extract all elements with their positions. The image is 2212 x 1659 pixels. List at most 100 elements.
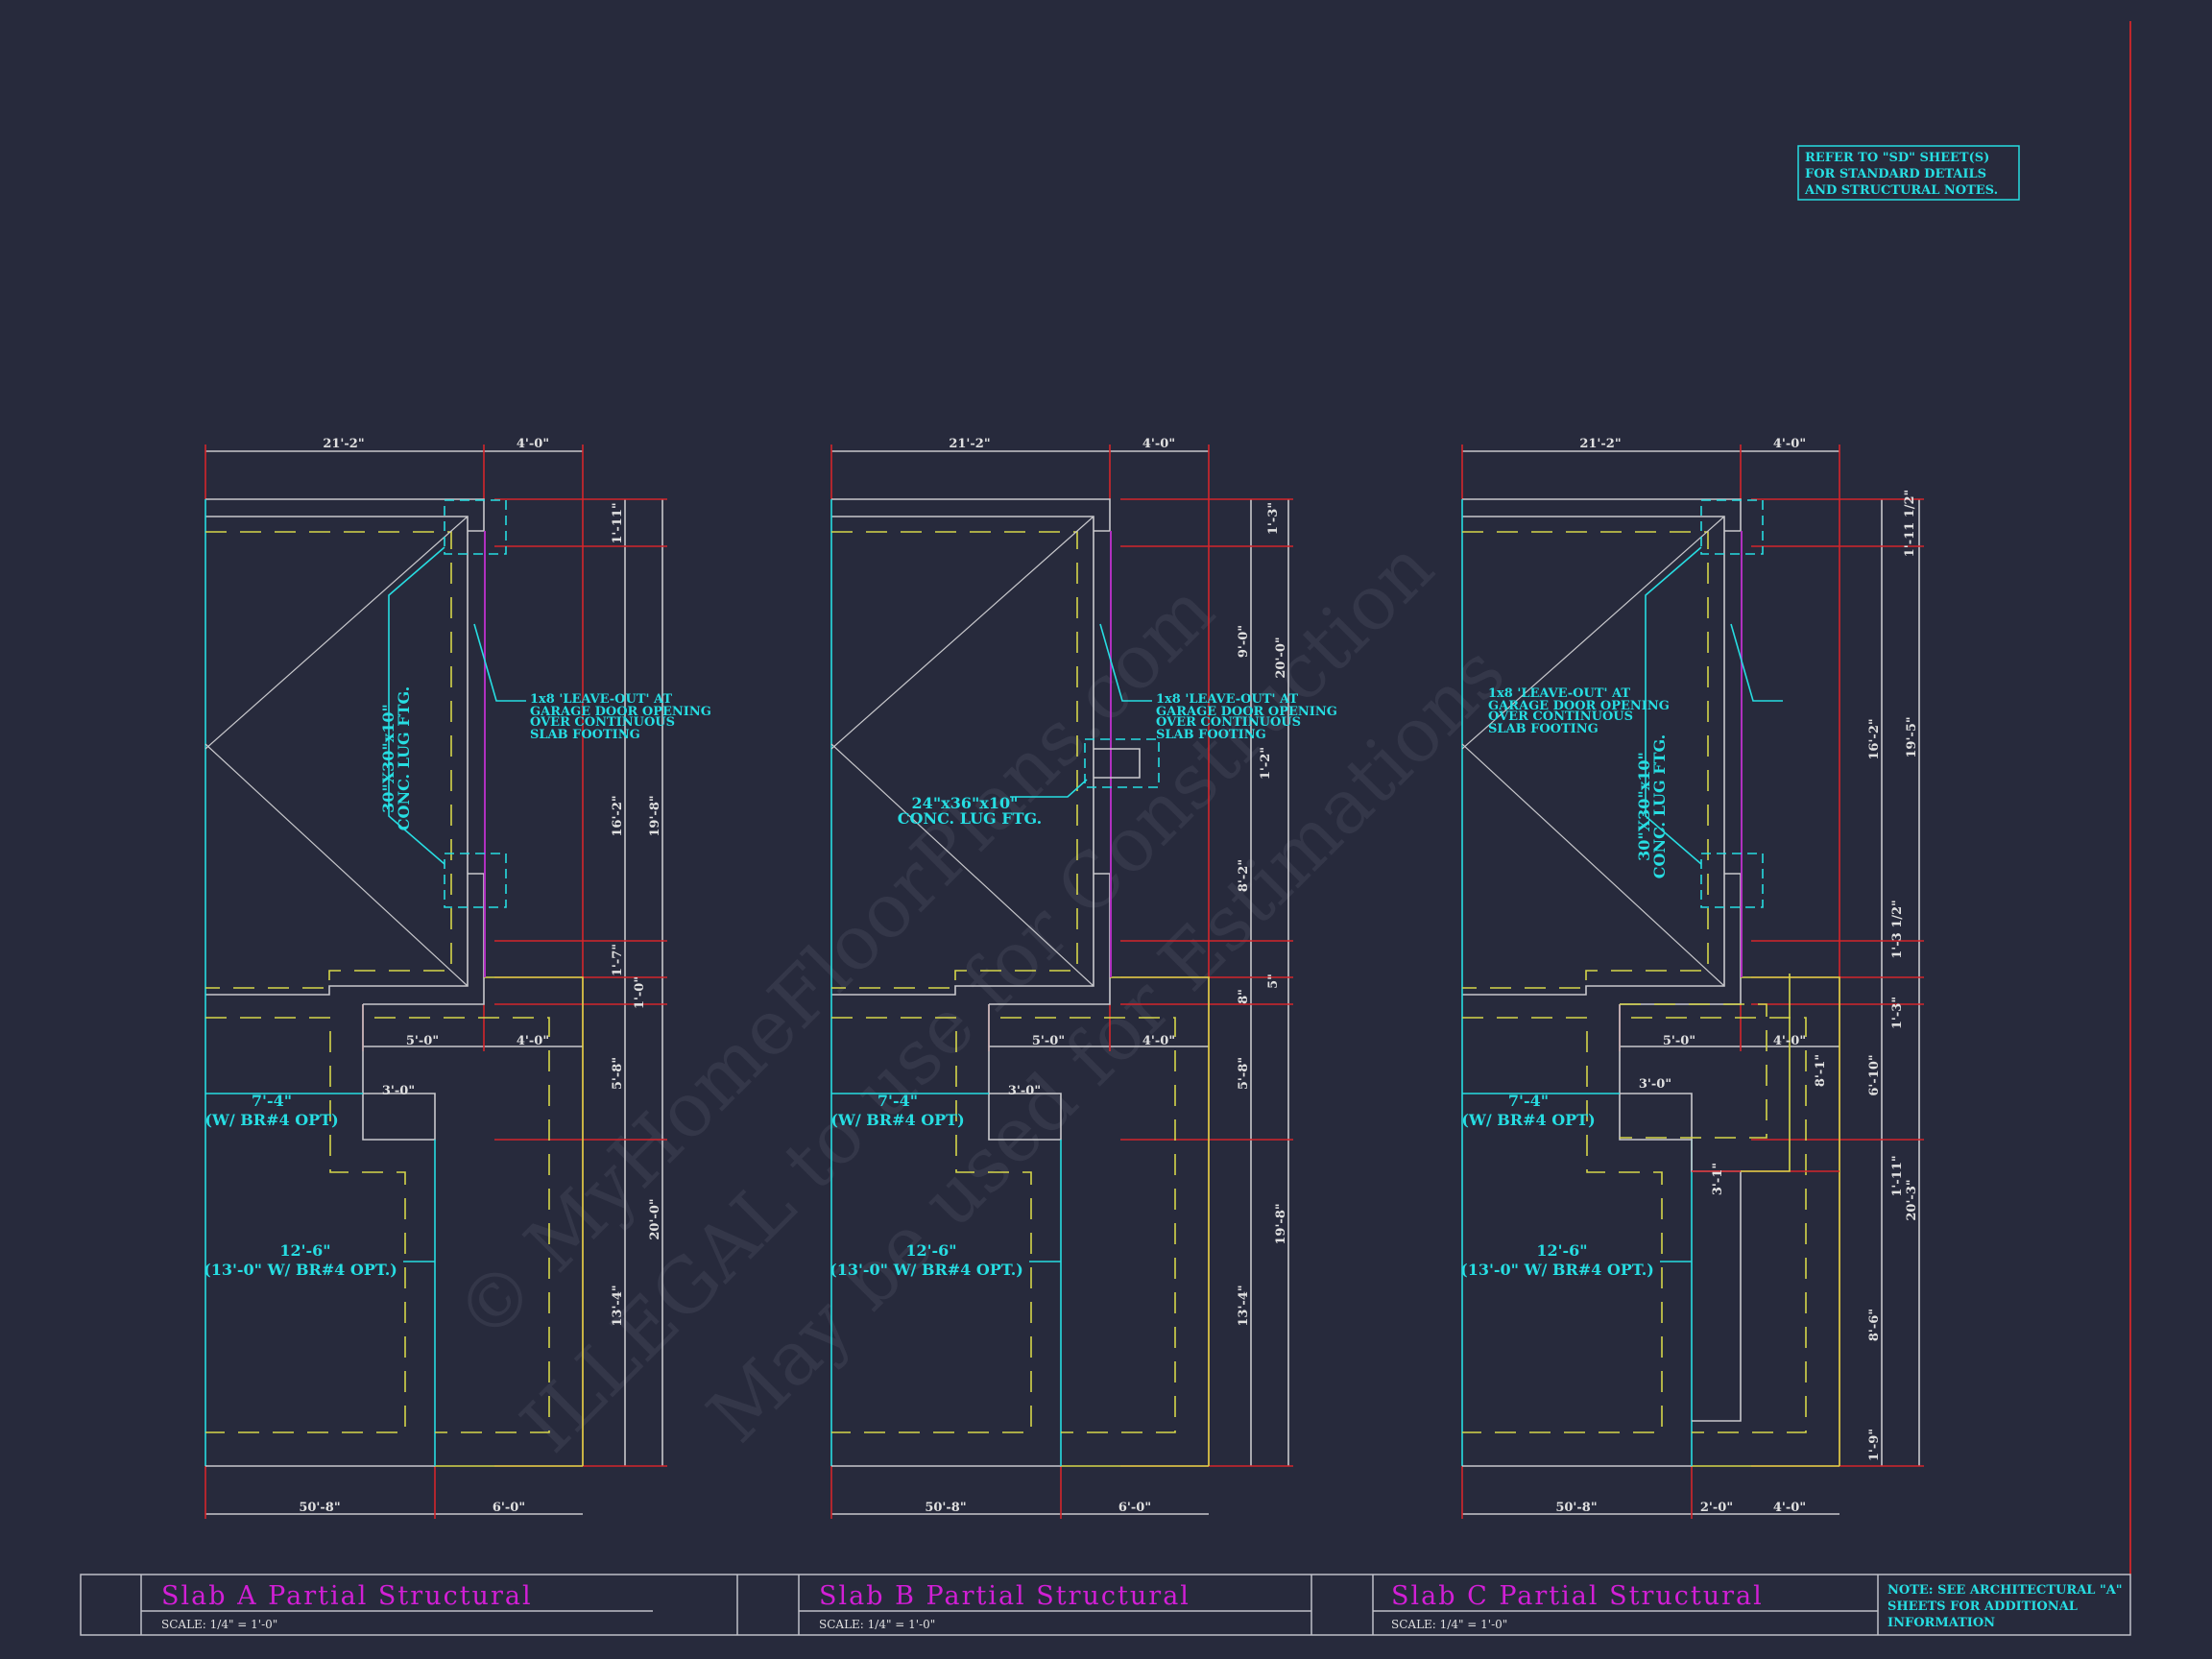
lug-footing-note: CONC. LUG FTG. bbox=[395, 686, 413, 830]
dim-label: 21'-2" bbox=[949, 437, 990, 451]
sheet-note-line: REFER TO "SD" SHEET(S) bbox=[1805, 151, 1989, 165]
leave-out-note: GARAGE DOOR OPENING bbox=[1488, 699, 1670, 713]
dim-label: 13'-4" bbox=[611, 1285, 625, 1326]
dim-label: 5'-8" bbox=[1237, 1057, 1251, 1090]
door-swing-line bbox=[830, 516, 1094, 750]
title-block-note: SHEETS FOR ADDITIONAL bbox=[1887, 1599, 2078, 1614]
slab-edge bbox=[1462, 498, 1742, 532]
leave-out-note: 1x8 'LEAVE-OUT' AT bbox=[1156, 692, 1298, 707]
slab-edge bbox=[1741, 974, 1791, 1172]
dim-label: 5" bbox=[1266, 974, 1281, 989]
slab-c-title: Slab C Partial Structural bbox=[1391, 1581, 1764, 1611]
dim-label: 9'-0" bbox=[1237, 625, 1251, 658]
title-block bbox=[80, 1574, 2131, 1636]
rebar-note: 7'-4" bbox=[1508, 1092, 1549, 1110]
dim-label: 6'-10" bbox=[1867, 1054, 1882, 1095]
leave-out-note: OVER CONTINUOUS bbox=[530, 715, 675, 730]
slab-edge bbox=[1462, 516, 1725, 996]
lug-footing-dashed bbox=[444, 853, 507, 908]
dim-label: 8'-2" bbox=[1237, 859, 1251, 892]
door-swing-line bbox=[1461, 516, 1725, 750]
leave-out-note: SLAB FOOTING bbox=[1156, 728, 1266, 742]
rebar-note: (13'-0" W/ BR#4 OPT.) bbox=[1460, 1261, 1654, 1279]
title-block-note: INFORMATION bbox=[1887, 1616, 1995, 1630]
slab-geometry bbox=[204, 445, 1924, 1519]
leave-out-note: GARAGE DOOR OPENING bbox=[530, 705, 711, 719]
title-block-note: NOTE: SEE ARCHITECTURAL "A" bbox=[1887, 1583, 2123, 1598]
dim-label: 4'-0" bbox=[1142, 1034, 1175, 1048]
dim-label: 4'-0" bbox=[517, 1034, 549, 1048]
dim-label: 1'-11" bbox=[611, 502, 625, 543]
dim-label: 50'-8" bbox=[299, 1501, 340, 1515]
dim-label: 4'-0" bbox=[1773, 437, 1806, 451]
sheet-note-line: FOR STANDARD DETAILS bbox=[1805, 167, 1986, 181]
rebar-note: 7'-4" bbox=[878, 1092, 918, 1110]
dim-label: 6'-0" bbox=[493, 1501, 525, 1515]
footing-dashed bbox=[1462, 531, 1709, 989]
dim-label: 6'-0" bbox=[1118, 1501, 1151, 1515]
rebar-note: (13'-0" W/ BR#4 OPT.) bbox=[204, 1261, 397, 1279]
rebar-note: 12'-6" bbox=[279, 1241, 330, 1260]
dim-label: 20'-0" bbox=[1274, 637, 1288, 678]
slab-edge bbox=[989, 977, 1111, 1005]
dim-label: 1'-9" bbox=[1867, 1429, 1882, 1461]
dim-label: 8'-6" bbox=[1867, 1309, 1882, 1341]
leave-out-note: SLAB FOOTING bbox=[530, 728, 640, 742]
slab-c-labels: 21'-2" 4'-0" 5'-0" 4'-0" 3'-0" 8'-1" 3'-… bbox=[1460, 437, 1919, 1515]
slab-edge bbox=[484, 976, 584, 1466]
footing-dashed bbox=[1631, 1017, 1807, 1433]
slab-a-labels: 21'-2" 4'-0" 5'-0" 4'-0" 3'-0" 50'-8" 6'… bbox=[204, 437, 711, 1515]
dim-label: 4'-0" bbox=[1773, 1501, 1806, 1515]
slab-edge bbox=[1741, 976, 1840, 1466]
dim-label: 5'-0" bbox=[1032, 1034, 1065, 1048]
leave-out-note: OVER CONTINUOUS bbox=[1488, 709, 1633, 724]
lug-footing-leader bbox=[1645, 546, 1702, 865]
sheet-note-line: AND STRUCTURAL NOTES. bbox=[1804, 183, 1998, 198]
rebar-note: 7'-4" bbox=[252, 1092, 292, 1110]
footing-dashed bbox=[1462, 1017, 1663, 1433]
dim-label: 1'-3" bbox=[1266, 502, 1281, 535]
dim-label: 21'-2" bbox=[323, 437, 364, 451]
door-swing-line bbox=[204, 516, 469, 750]
dim-label: 4'-0" bbox=[1142, 437, 1175, 451]
dim-label: 1'-11 1/2" bbox=[1903, 490, 1917, 558]
dim-label: 5'-0" bbox=[1663, 1034, 1695, 1048]
leader-line bbox=[473, 623, 526, 702]
footing-dashed bbox=[831, 531, 1078, 989]
footing-dashed bbox=[205, 531, 452, 989]
dim-label: 4'-0" bbox=[517, 437, 549, 451]
lug-footing-dashed bbox=[444, 499, 507, 555]
slab-edge bbox=[831, 516, 1094, 996]
lug-footing-note: 30"X30"x10" bbox=[1635, 752, 1653, 861]
rebar-note: (13'-0" W/ BR#4 OPT.) bbox=[830, 1261, 1023, 1279]
dim-label: 1'-3" bbox=[1890, 997, 1905, 1029]
dim-label: 50'-8" bbox=[925, 1501, 966, 1515]
dim-label: 8'-1" bbox=[1814, 1054, 1828, 1087]
dim-label: 2'-0" bbox=[1700, 1501, 1733, 1515]
leave-out-note: GARAGE DOOR OPENING bbox=[1156, 705, 1337, 719]
lug-footing-outline bbox=[1094, 748, 1141, 779]
slab-b-title: Slab B Partial Structural bbox=[819, 1581, 1190, 1611]
lug-footing-dashed bbox=[1700, 853, 1764, 908]
dim-label: 4'-0" bbox=[1773, 1034, 1806, 1048]
dim-label: 1'-11" bbox=[1890, 1155, 1905, 1196]
slab-edge bbox=[831, 498, 1111, 532]
door-swing-line bbox=[204, 743, 469, 987]
footing-dashed bbox=[374, 1017, 550, 1433]
rebar-note: (W/ BR#4 OPT) bbox=[204, 1111, 338, 1129]
door-swing-line bbox=[830, 743, 1094, 987]
door-swing-line bbox=[1461, 743, 1725, 987]
dim-label: 1'-7" bbox=[611, 944, 625, 976]
dim-label: 5'-0" bbox=[406, 1034, 439, 1048]
dim-label: 3'-0" bbox=[1008, 1084, 1041, 1098]
sheet-note-box: REFER TO "SD" SHEET(S) FOR STANDARD DETA… bbox=[1797, 145, 2020, 201]
dim-label: 20'-0" bbox=[648, 1198, 662, 1239]
dim-label: 19'-8" bbox=[1274, 1203, 1288, 1244]
dim-label: 16'-2" bbox=[1867, 718, 1882, 759]
footing-dashed bbox=[831, 1017, 1032, 1433]
slab-b-scale: SCALE: 1/4" = 1'-0" bbox=[819, 1618, 935, 1631]
leave-out-note: OVER CONTINUOUS bbox=[1156, 715, 1301, 730]
footing-dashed bbox=[1620, 1003, 1767, 1139]
